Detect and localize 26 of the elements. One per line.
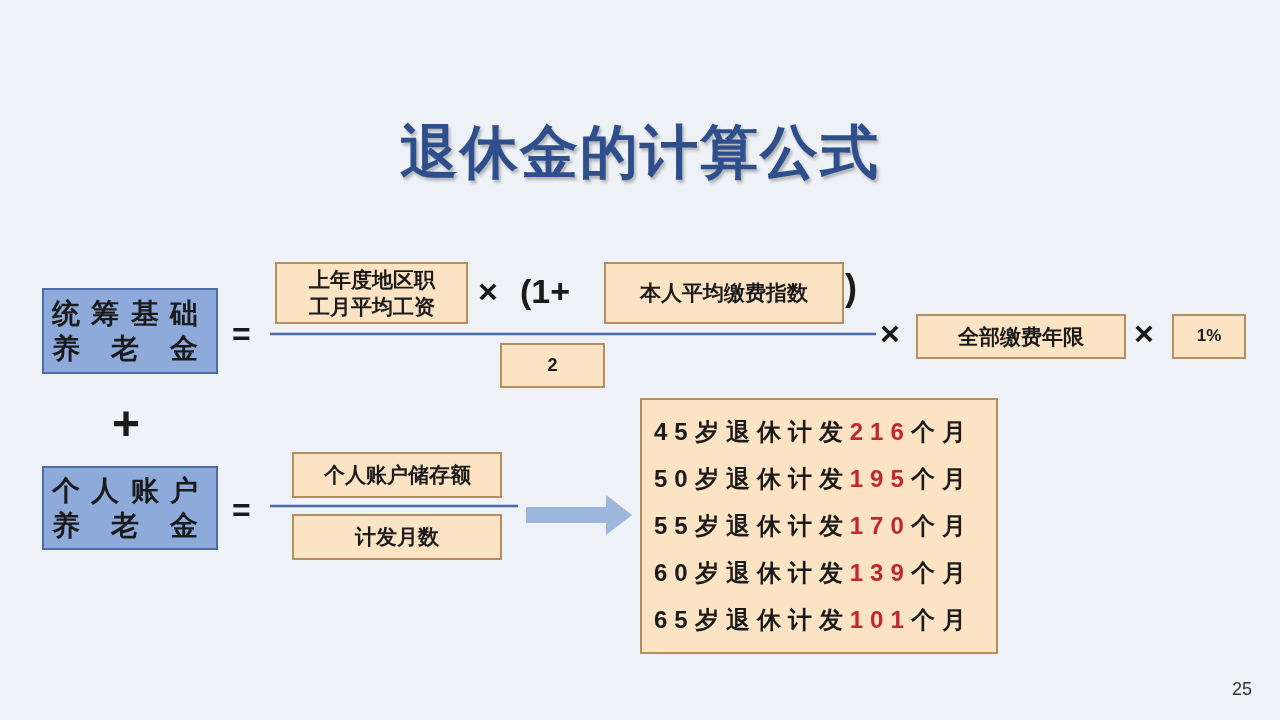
value-box: 1% [1172,314,1246,359]
term-box: 个人账户养老金 [42,466,218,550]
value-box: 上年度地区职工月平均工资 [275,262,468,324]
table-row-text: 55岁退休计发 170 个月 [654,513,974,538]
operator-symbol: × [1134,316,1154,350]
operator-symbol: × [880,316,900,350]
block-arrow [526,495,632,535]
table-row-text: 65岁退休计发 101 个月 [654,608,974,633]
value-box: 2 [500,343,605,388]
payout-months-table [640,398,998,654]
table-row-text: 60岁退休计发 139 个月 [654,561,974,586]
operator-symbol: + [112,400,141,448]
operator-symbol: × [478,274,498,308]
value-box: 个人账户储存额 [292,452,502,498]
table-row-text: 45岁退休计发 216 个月 [654,419,974,444]
operator-symbol: ) [845,270,857,306]
value-box: 本人平均缴费指数 [604,262,844,324]
operator-symbol: = [232,494,251,526]
value-box: 计发月数 [292,514,502,560]
table-row-text: 50岁退休计发 195 个月 [654,466,974,491]
operator-symbol: (1+ [520,274,571,308]
page-number: 25 [1232,680,1253,698]
operator-symbol: = [232,318,251,350]
value-box: 全部缴费年限 [916,314,1126,359]
title: 退休金的计算公式 [400,118,880,186]
term-box: 统筹基础养老金 [42,288,218,374]
